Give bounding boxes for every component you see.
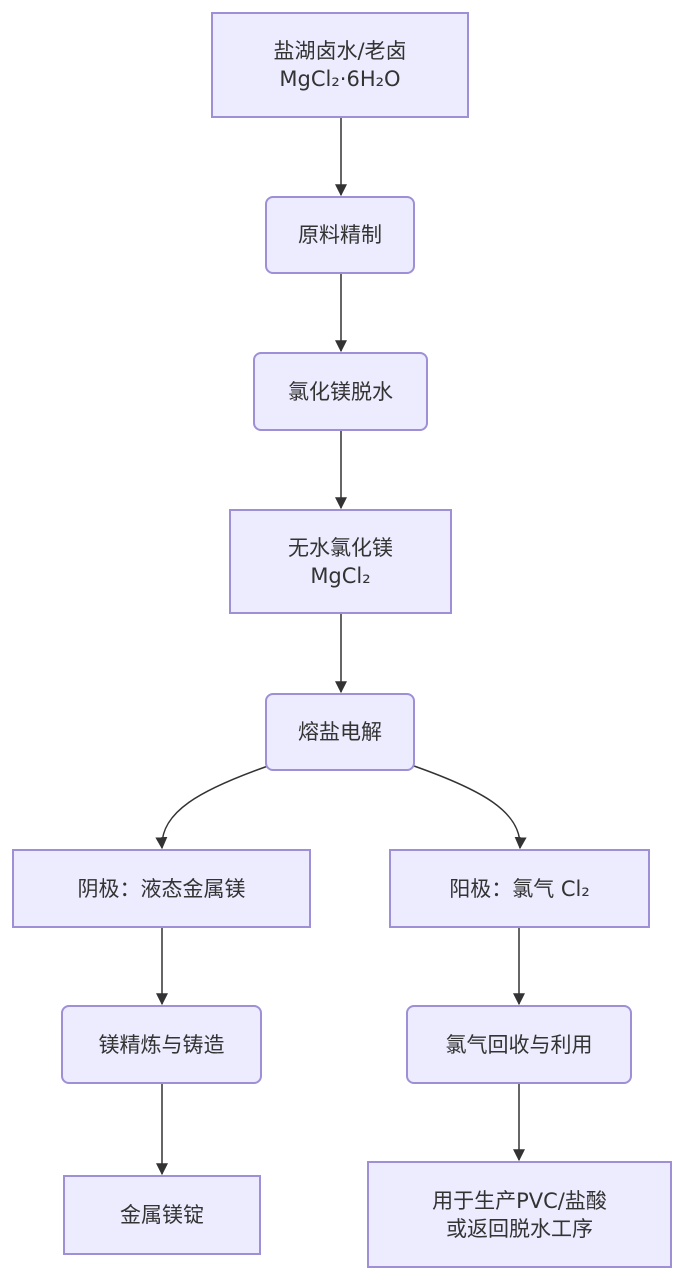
node-brine: 盐湖卤水/老卤 MgCl₂·6H₂O — [211, 12, 469, 118]
node-recovery: 氯气回收与利用 — [406, 1005, 632, 1084]
node-electrolysis-label: 熔盐电解 — [298, 720, 382, 744]
node-brine-line1: 盐湖卤水/老卤 — [273, 39, 407, 63]
node-cathode-label: 阴极：液态金属镁 — [77, 876, 246, 901]
node-dehydrate: 氯化镁脱水 — [253, 352, 428, 431]
node-anode: 阳极：氯气 Cl₂ — [389, 849, 650, 928]
node-anhydrous-line2: MgCl₂ — [310, 563, 371, 588]
node-usage-line2: 或返回脱水工序 — [446, 1216, 593, 1241]
node-brine-line2: MgCl₂·6H₂O — [279, 67, 401, 91]
node-dehydrate-label: 氯化镁脱水 — [288, 379, 393, 404]
node-anhydrous: 无水氯化镁 MgCl₂ — [229, 509, 452, 614]
node-ingot: 金属镁锭 — [63, 1175, 261, 1255]
node-refine: 原料精制 — [265, 196, 415, 274]
node-recovery-label: 氯气回收与利用 — [445, 1032, 593, 1057]
edge-electrolysis-to-cathode — [155, 765, 269, 850]
node-anode-label: 阳极：氯气 Cl₂ — [449, 876, 590, 901]
node-cathode: 阴极：液态金属镁 — [12, 849, 311, 928]
node-anhydrous-line1: 无水氯化镁 — [288, 535, 393, 560]
node-casting-label: 镁精炼与铸造 — [98, 1032, 225, 1057]
node-ingot-label: 金属镁锭 — [120, 1203, 204, 1227]
node-refine-label: 原料精制 — [298, 223, 382, 247]
edge-electrolysis-to-anode — [413, 765, 527, 850]
node-usage: 用于生产PVC/盐酸 或返回脱水工序 — [367, 1161, 672, 1268]
node-usage-line1: 用于生产PVC/盐酸 — [432, 1188, 607, 1213]
node-electrolysis: 熔盐电解 — [265, 693, 415, 771]
node-casting: 镁精炼与铸造 — [61, 1005, 262, 1084]
